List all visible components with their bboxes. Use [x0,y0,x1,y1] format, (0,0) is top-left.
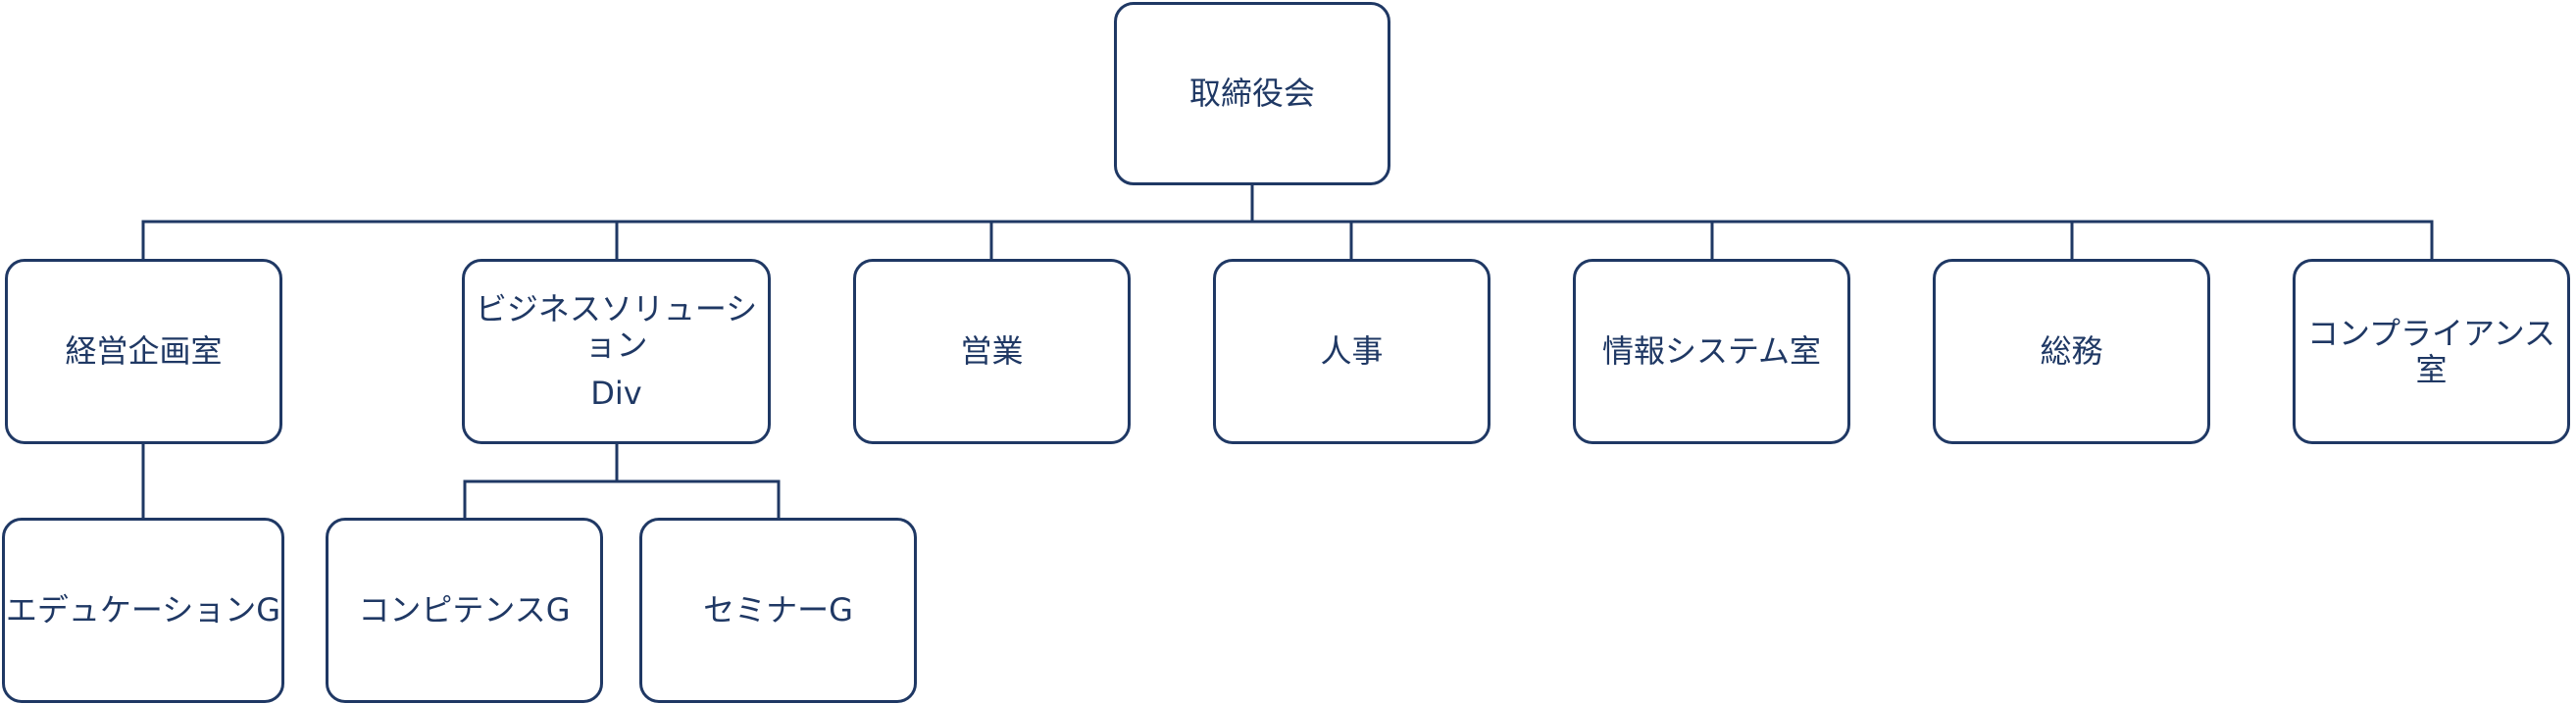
node-seminar-group-label: セミナーG [703,591,853,629]
node-corporate-planning-label: 経営企画室 [65,332,223,371]
node-education-group-label: エデュケーションG [5,591,281,629]
node-compliance: コンプライアンス室 [2293,259,2570,444]
node-general-affairs: 総務 [1933,259,2210,444]
node-business-solution-label-line1: ビジネスソリューション [475,290,758,365]
node-sales-label: 営業 [960,332,1024,371]
node-sales: 営業 [853,259,1131,444]
node-board: 取締役会 [1114,2,1390,185]
node-compliance-label: コンプライアンス室 [2306,314,2556,388]
node-seminar-group: セミナーG [639,518,917,703]
node-competence-group: コンピテンスG [326,518,603,703]
node-hr: 人事 [1213,259,1490,444]
node-education-group: エデュケーションG [2,518,284,703]
node-hr-label: 人事 [1320,332,1384,371]
node-business-solution-label-line2: Div [590,374,642,412]
node-info-systems-label: 情報システム室 [1601,332,1822,371]
node-business-solution: ビジネスソリューション Div [462,259,771,444]
node-competence-group-label: コンピテンスG [358,591,571,629]
node-general-affairs-label: 総務 [2040,332,2103,371]
node-corporate-planning: 経営企画室 [5,259,282,444]
node-board-label: 取締役会 [1188,75,1315,113]
node-info-systems: 情報システム室 [1573,259,1850,444]
